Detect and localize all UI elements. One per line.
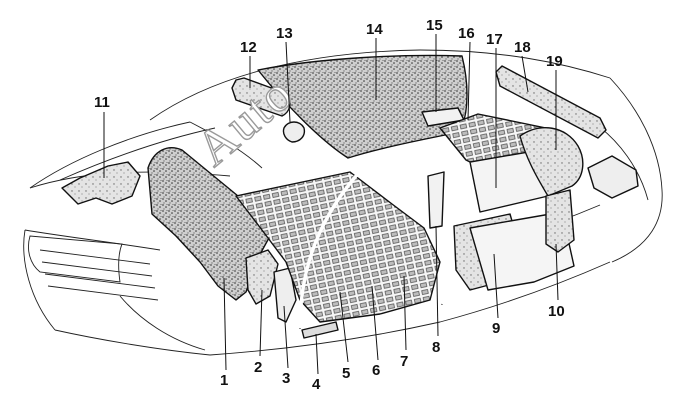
callout-17: 17: [486, 31, 503, 48]
part-3-bracket: [273, 267, 297, 323]
callout-11: 11: [94, 94, 110, 111]
callout-16: 16: [458, 25, 475, 42]
callout-10: 10: [548, 303, 565, 320]
leader-lines: [103, 34, 559, 375]
part-8-b-pillar-trim: [427, 171, 445, 229]
part-2-kick-panel: [245, 249, 279, 305]
part-10-rear-bracket: [545, 189, 575, 253]
callout-19: 19: [546, 53, 563, 70]
part-13-visor-clip: [282, 121, 306, 143]
callout-1: 1: [220, 372, 228, 389]
callout-labels: 1 2 3 4 5 6 7 8 9 10 11 12 13 14 15 16 1…: [94, 17, 565, 393]
part-6-front-floor-mat: [235, 171, 441, 323]
part-5-door-seal-inner: [298, 146, 454, 329]
callout-5: 5: [342, 365, 350, 382]
callout-12: 12: [240, 39, 257, 56]
part-19-rear-arch-panel: [519, 127, 584, 197]
callout-7: 7: [400, 353, 408, 370]
callout-6: 6: [372, 362, 380, 379]
part-1-firewall-insulation: [147, 147, 271, 301]
callout-2: 2: [254, 359, 262, 376]
part-4-sill-plate: [301, 321, 339, 339]
callout-9: 9: [492, 320, 500, 337]
callout-13: 13: [276, 25, 293, 42]
callout-14: 14: [366, 21, 383, 38]
part-18-roof-rail: [495, 65, 607, 139]
part-12-sun-visor: [231, 77, 291, 117]
part-11-front-wheelhouse: [61, 161, 141, 205]
callout-3: 3: [282, 370, 290, 387]
callout-18: 18: [514, 39, 531, 56]
part-10-mount: [587, 155, 639, 199]
callout-15: 15: [426, 17, 443, 34]
callout-8: 8: [432, 339, 440, 356]
callout-4: 4: [312, 376, 321, 393]
